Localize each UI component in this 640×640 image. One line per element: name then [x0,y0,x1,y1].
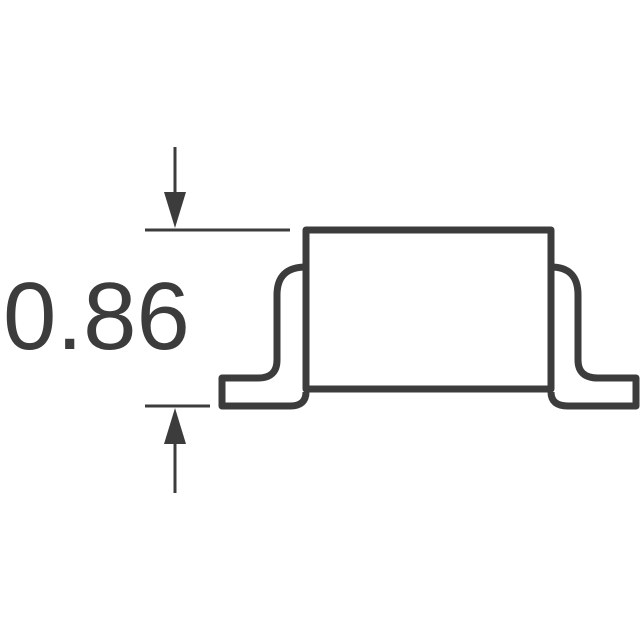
right-lead [547,263,640,410]
package-body [302,226,555,393]
left-lead [218,263,310,410]
top-arrow-icon [164,192,186,228]
dimension-label: 0.86 [3,263,190,370]
bottom-arrow-icon [164,408,186,444]
